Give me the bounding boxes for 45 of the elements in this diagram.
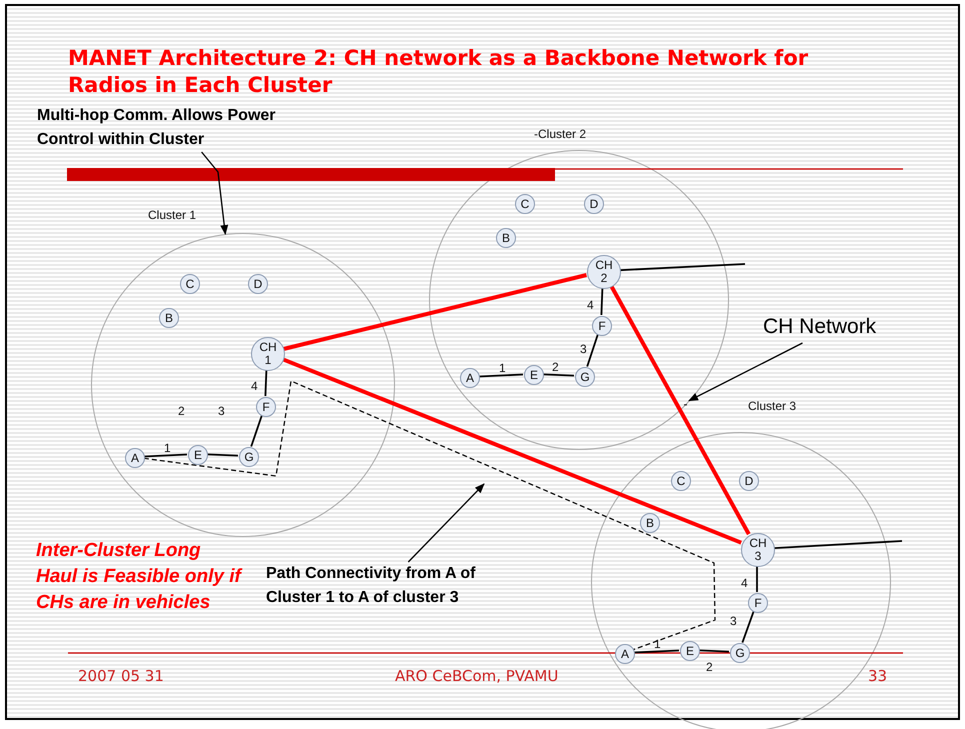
link-line [586,334,599,367]
network-label: CH Network [763,315,897,343]
link-line [609,284,751,536]
edge-label: 1 [499,361,506,375]
edge-label: 1 [654,637,661,651]
link-line [698,650,730,652]
edge-label: 4 [587,298,594,312]
link-line [774,540,902,549]
link-line [282,357,742,545]
arrow [688,342,803,402]
cluster-label: Cluster 1 [148,208,196,222]
link-line [206,454,238,456]
footer-text: ARO CeBCom, PVAMU [395,667,558,685]
link-line [264,370,268,396]
slide-title: MANET Architecture 2: CH network as a Backbone Network for Radios in Each Cluster [68,45,810,99]
edge-label: 1 [164,441,171,455]
footer-date: 2007 05 31 [78,667,164,685]
page-number: 33 [868,667,888,685]
annotation-text: Multi-hop Comm. Allows Power Control within Cluster [37,104,327,152]
link-line [250,415,263,447]
link-line [756,566,758,592]
edge-label: 2 [706,660,713,674]
note-text: Inter-Cluster Long Haul is Feasible only if CHs are in vehicles [36,539,244,615]
dash-mark: - [681,397,690,411]
link-line [742,611,754,643]
leader-arrow [408,483,485,562]
hop-number: 3 [218,404,225,418]
link-line [283,273,587,351]
hop-number: 2 [178,404,185,418]
link-line [600,288,604,316]
arrow [201,152,228,235]
edge-label: 4 [251,379,258,393]
link-line [144,454,188,458]
cluster-label: Cluster 3 [748,399,796,413]
link-line [634,650,680,654]
link-line [542,374,574,376]
link-line [620,263,746,272]
link-line [478,374,524,378]
annotation-text: Path Connectivity from A of Cluster 1 to A of cluster 3 [266,562,506,608]
edge-label: 3 [580,342,587,356]
edge-label: 2 [552,360,559,374]
path-line [144,380,716,650]
edge-label: 3 [730,614,737,628]
edge-label: 4 [741,576,748,590]
cluster-label: -Cluster 2 [534,127,586,141]
